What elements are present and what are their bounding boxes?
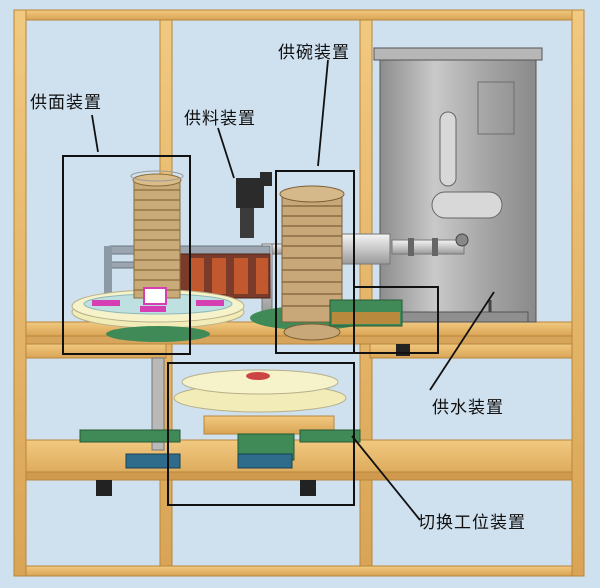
leader-ingredient-feeder (217, 127, 235, 179)
leader-bowl-feeder (317, 59, 329, 167)
noodle-feeder-box (62, 155, 191, 355)
outline-boxes (62, 155, 439, 506)
ingredient-feeder-unit (104, 172, 272, 300)
label-bowl-feeder: 供碗装置 (278, 43, 350, 63)
station-switch-unit (79, 344, 410, 496)
label-noodle-feeder: 供面装置 (30, 93, 102, 113)
station-switch-box (167, 362, 355, 506)
leader-noodle-feeder (91, 114, 99, 153)
bowl-feeder-box (275, 170, 355, 354)
label-station-switch: 切换工位装置 (418, 513, 526, 533)
leader-lines (91, 59, 495, 521)
leader-water-supply (429, 291, 495, 391)
label-water-supply: 供水装置 (432, 398, 504, 418)
water-tank-cabinet (373, 47, 543, 323)
water-feeder-box (353, 286, 439, 354)
label-ingredient-feeder: 供料装置 (184, 109, 256, 129)
noodle-feeder-unit (71, 170, 245, 342)
leader-station-switch (351, 435, 421, 521)
bowl-feeder-unit (250, 185, 403, 341)
